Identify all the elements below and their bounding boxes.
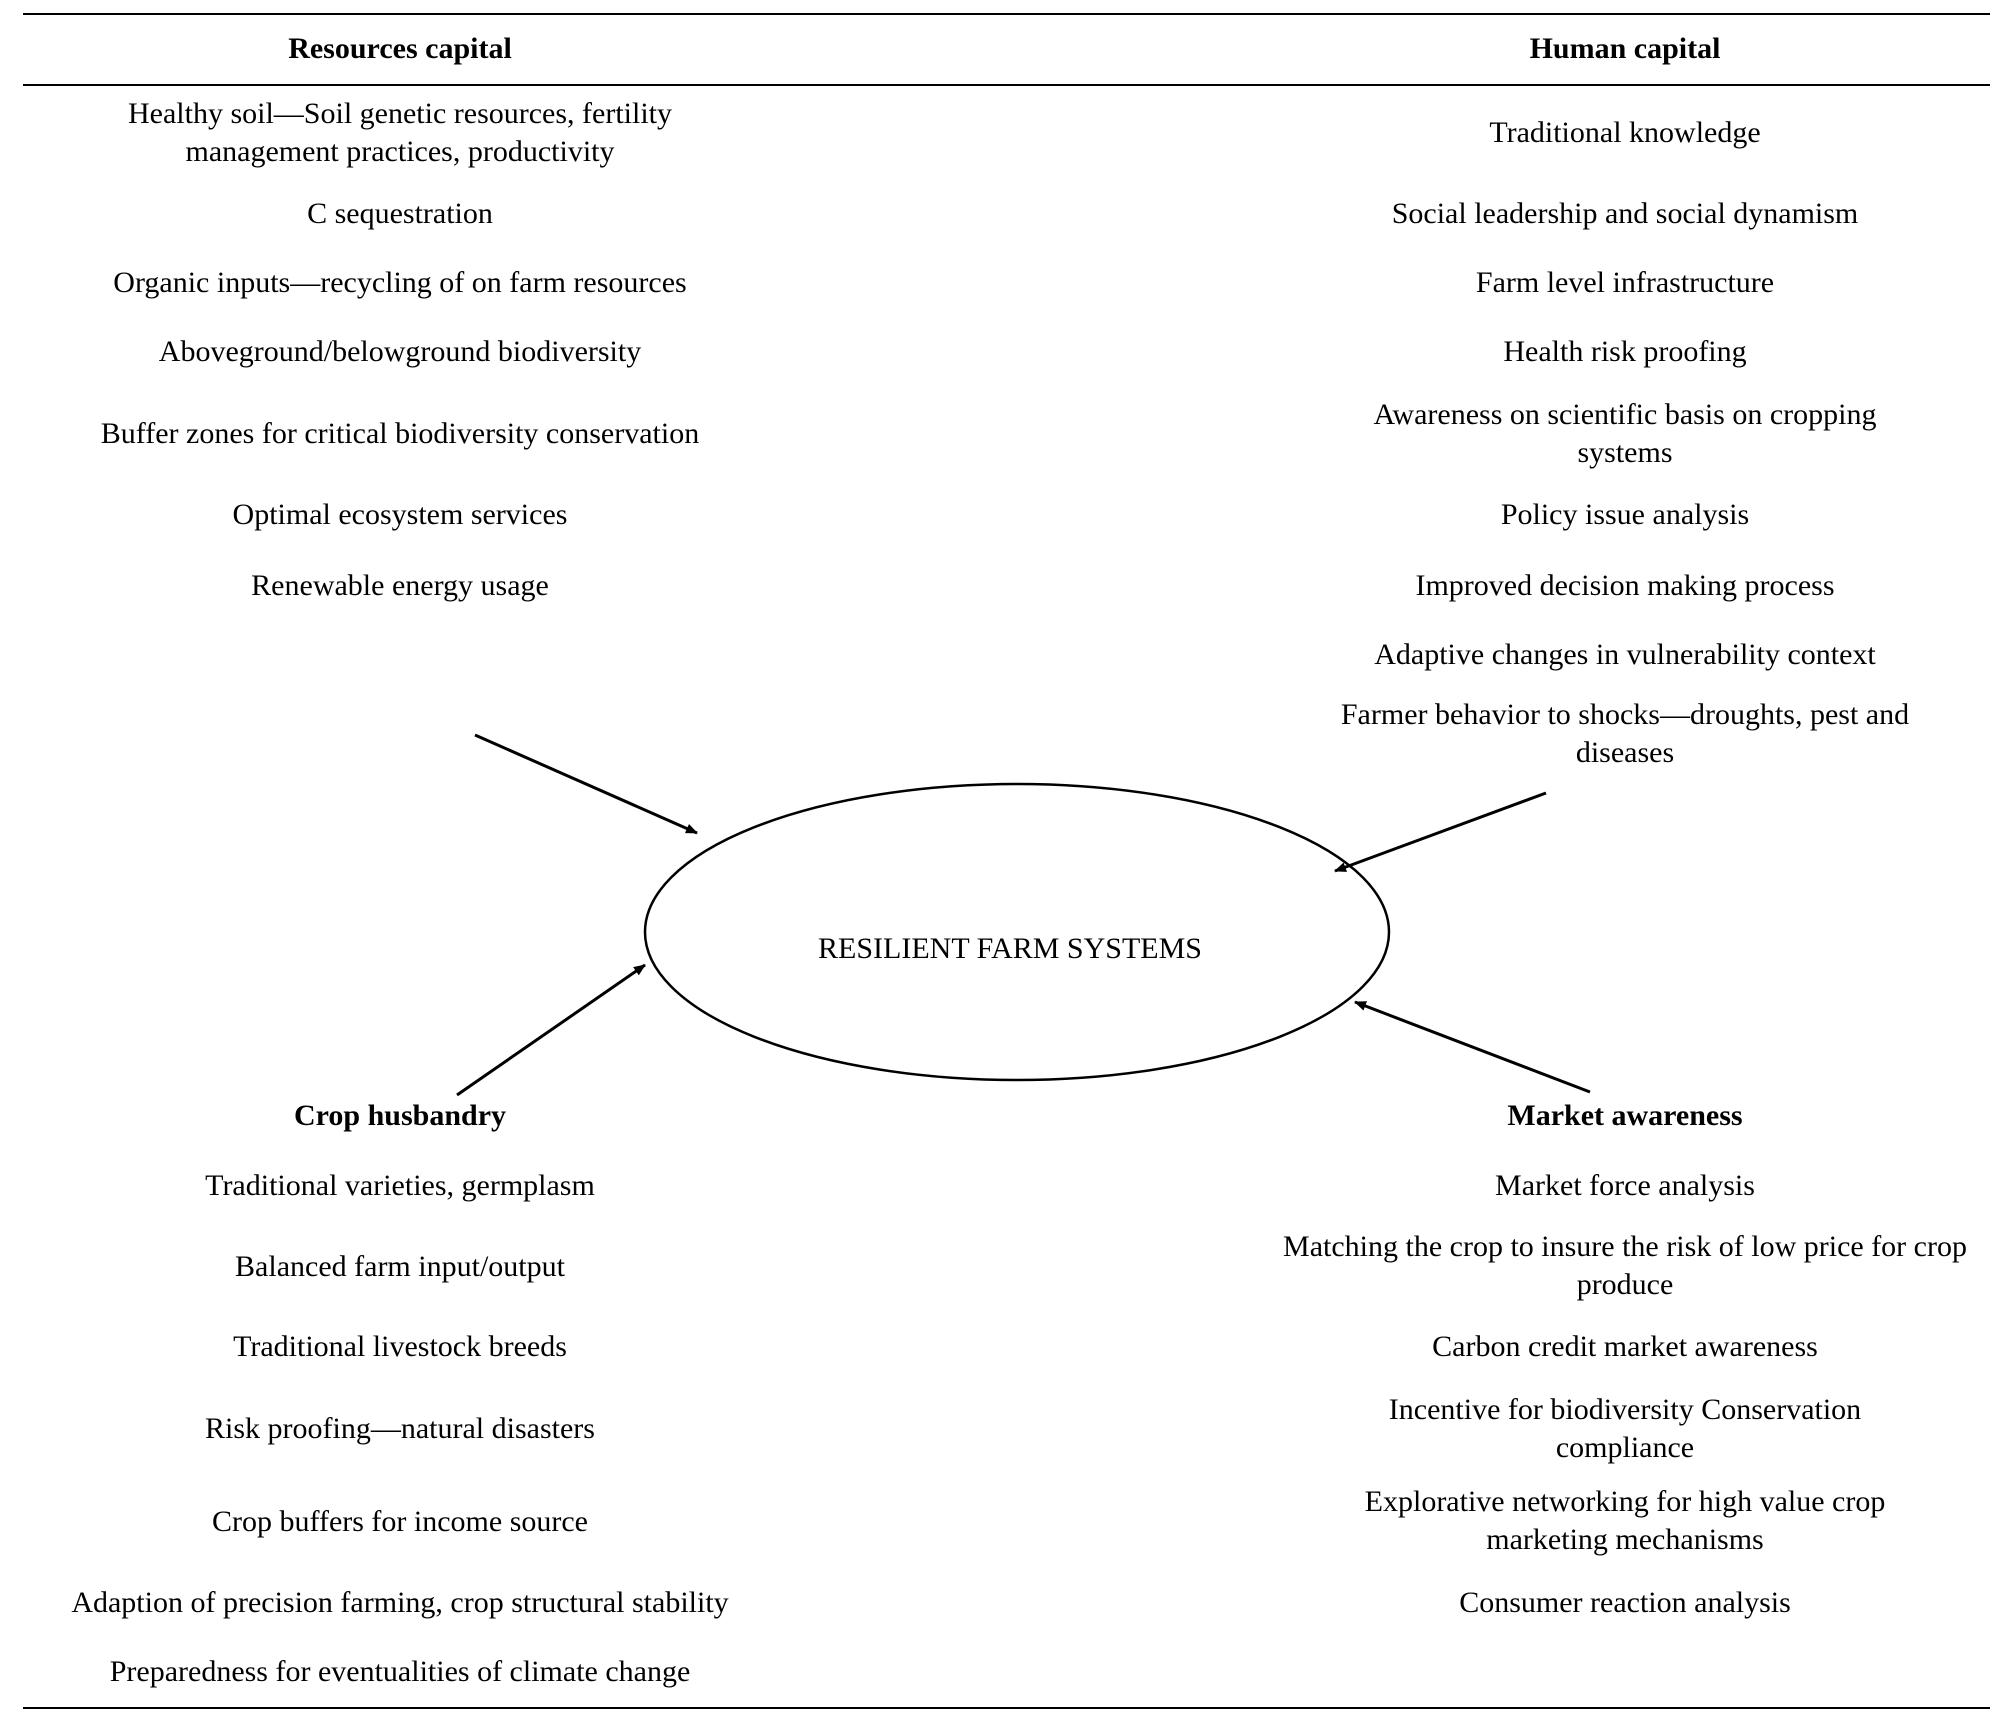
market-item: Consumer reaction analysis — [1459, 1586, 1791, 1619]
crop-item: Traditional varieties, germplasm — [205, 1169, 595, 1202]
crop-husbandry-header: Crop husbandry — [293, 1099, 507, 1132]
human-item: Adaptive changes in vulnerability contex… — [1374, 638, 1876, 671]
header-rule — [23, 84, 1990, 86]
arrow-from-crop — [456, 963, 646, 1097]
top-rule — [23, 13, 1990, 15]
human-item: Farm level infrastructure — [1475, 266, 1775, 299]
bottom-rule — [23, 1707, 1990, 1709]
human-item: Farmer behavior to shocks—droughts, pest… — [1340, 698, 1910, 769]
resources-item: Healthy soil—Soil genetic resources, fer… — [127, 97, 673, 168]
human-item: Health risk proofing — [1503, 335, 1747, 368]
resources-item: Buffer zones for critical biodiversity c… — [100, 417, 700, 450]
crop-item: Traditional livestock breeds — [233, 1330, 567, 1363]
market-item: Explorative networking for high value cr… — [1364, 1485, 1886, 1556]
market-awareness-header: Market awareness — [1507, 1099, 1743, 1132]
arrow-from-human — [1334, 791, 1547, 873]
resources-item: Organic inputs—recycling of on farm reso… — [113, 266, 687, 299]
market-item: Carbon credit market awareness — [1432, 1330, 1818, 1363]
resources-item: C sequestration — [307, 197, 493, 230]
crop-item: Risk proofing—natural disasters — [205, 1412, 595, 1445]
market-item: Market force analysis — [1495, 1169, 1755, 1202]
crop-item: Crop buffers for income source — [212, 1505, 588, 1538]
human-item: Social leadership and social dynamism — [1391, 197, 1859, 230]
resources-item: Aboveground/belowground biodiversity — [158, 335, 642, 368]
crop-item: Balanced farm input/output — [235, 1250, 565, 1283]
resources-capital-header: Resources capital — [288, 32, 512, 65]
human-item: Awareness on scientific basis on croppin… — [1373, 398, 1877, 469]
arrow-from-resources — [474, 733, 698, 835]
crop-item: Preparedness for eventualities of climat… — [109, 1655, 691, 1688]
market-item: Incentive for biodiversity Conservation … — [1388, 1393, 1862, 1464]
human-capital-header: Human capital — [1529, 32, 1721, 65]
market-item: Matching the crop to insure the risk of … — [1283, 1230, 1967, 1301]
arrow-from-market — [1354, 1000, 1591, 1094]
resources-item: Renewable energy usage — [251, 569, 549, 602]
human-item: Traditional knowledge — [1489, 116, 1761, 149]
human-item: Policy issue analysis — [1500, 498, 1750, 531]
human-item: Improved decision making process — [1415, 569, 1835, 602]
resources-item: Optimal ecosystem services — [232, 498, 568, 531]
crop-item: Adaption of precision farming, crop stru… — [71, 1586, 729, 1619]
resilient-farm-systems-label: RESILIENT FARM SYSTEMS — [818, 932, 1202, 965]
resilient-farm-ellipse — [643, 782, 1391, 1082]
